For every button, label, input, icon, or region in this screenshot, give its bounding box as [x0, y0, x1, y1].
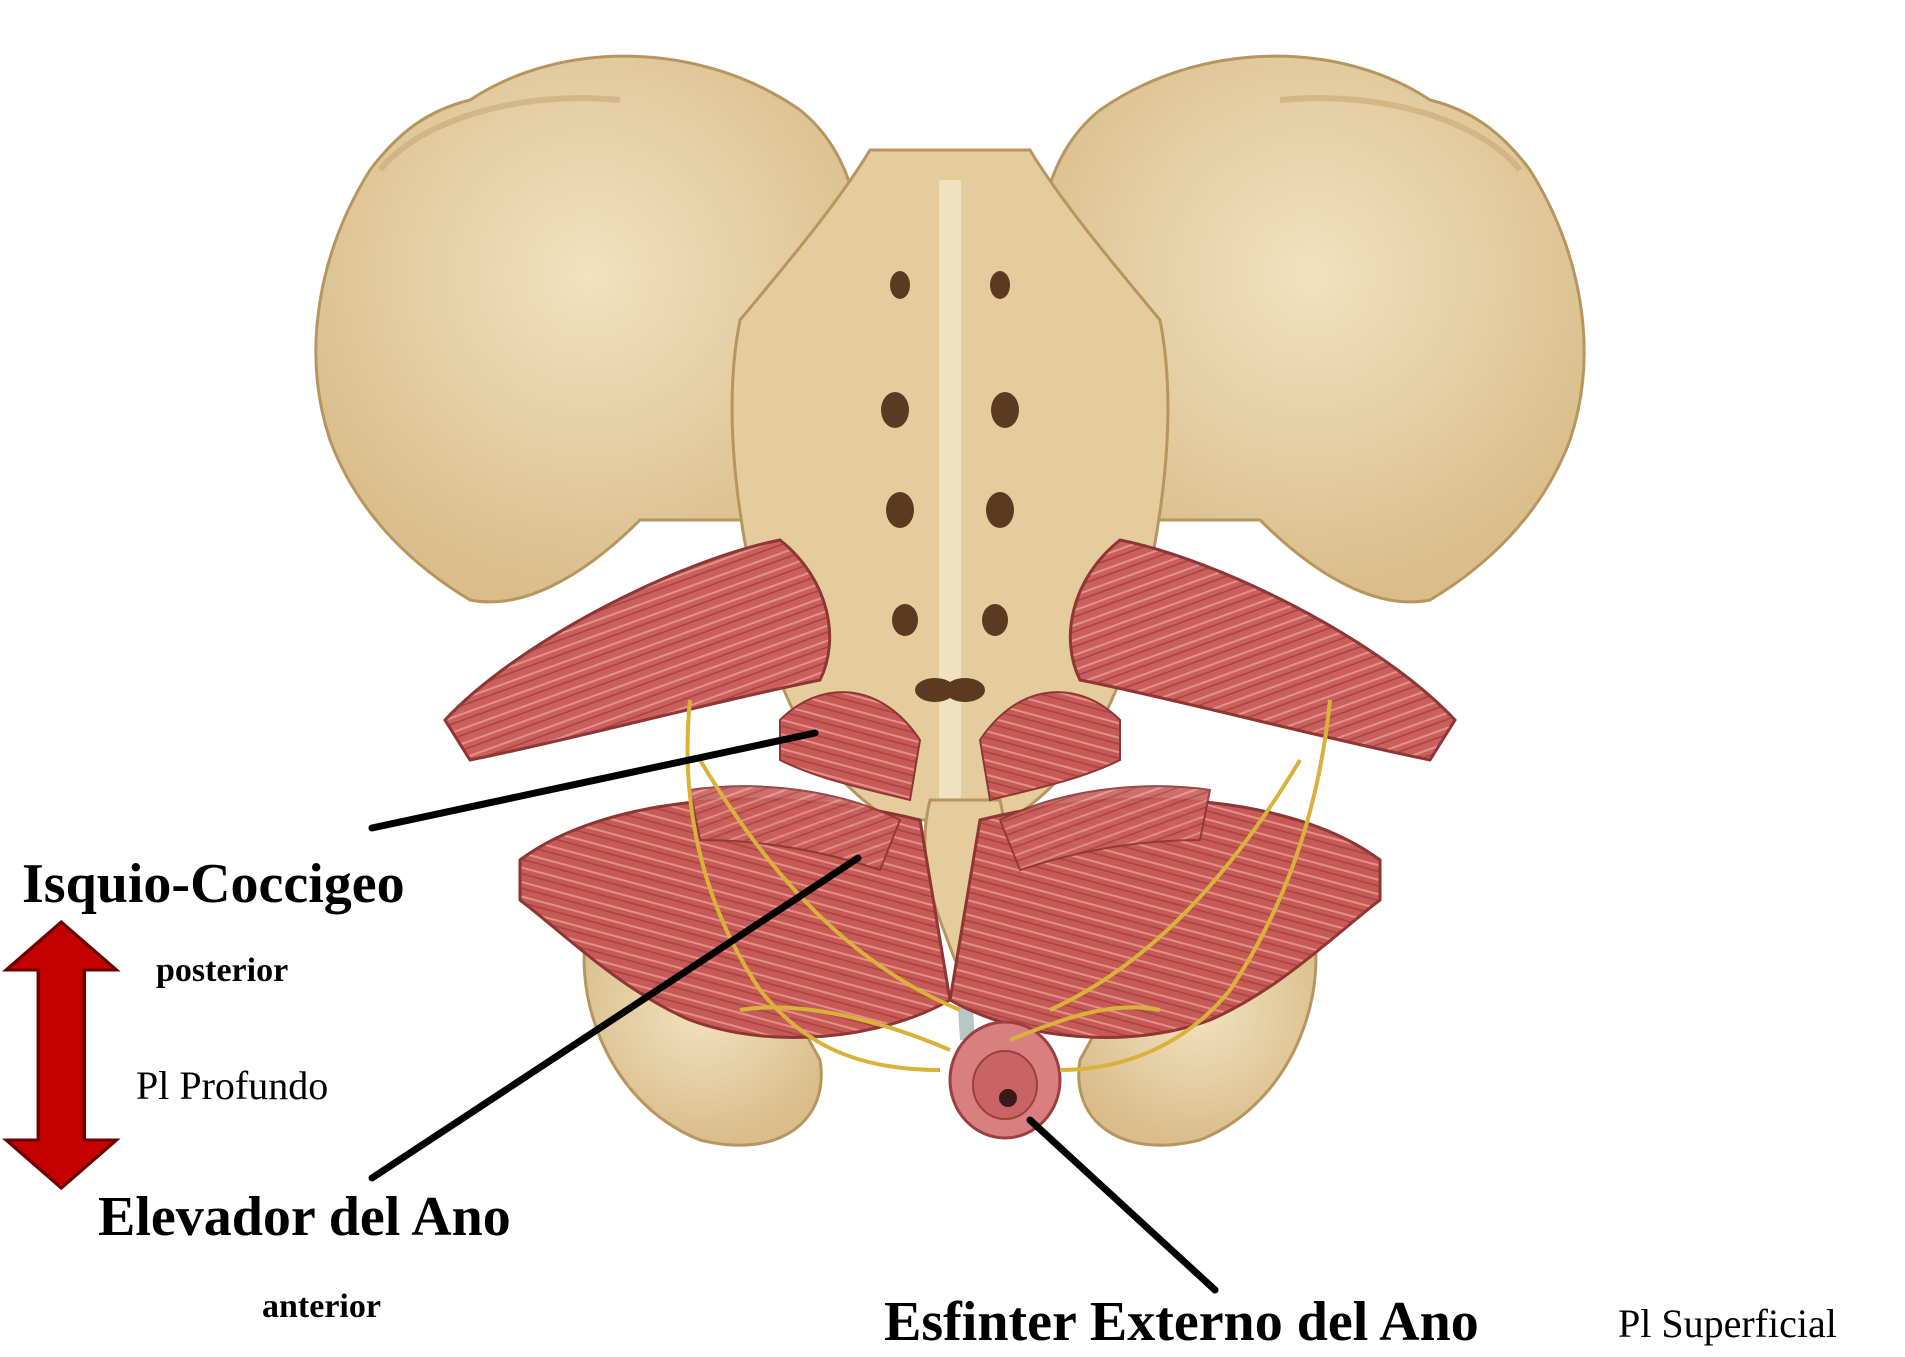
label-esfinter-externo-del-ano: Esfinter Externo del Ano: [884, 1290, 1479, 1354]
external-anal-sphincter: [950, 1022, 1060, 1138]
label-anterior: anterior: [262, 1288, 381, 1326]
label-isquio-coccigeo: Isquio-Coccigeo: [22, 852, 405, 916]
label-pl-profundo: Pl Profundo: [136, 1062, 328, 1109]
leader-line-esfinter: [1030, 1120, 1215, 1290]
label-pl-superficial: Pl Superficial: [1618, 1300, 1837, 1347]
label-elevador-del-ano: Elevador del Ano: [98, 1185, 511, 1249]
label-posterior: posterior: [156, 952, 288, 990]
double-headed-vertical-arrow-icon: [6, 922, 116, 1188]
